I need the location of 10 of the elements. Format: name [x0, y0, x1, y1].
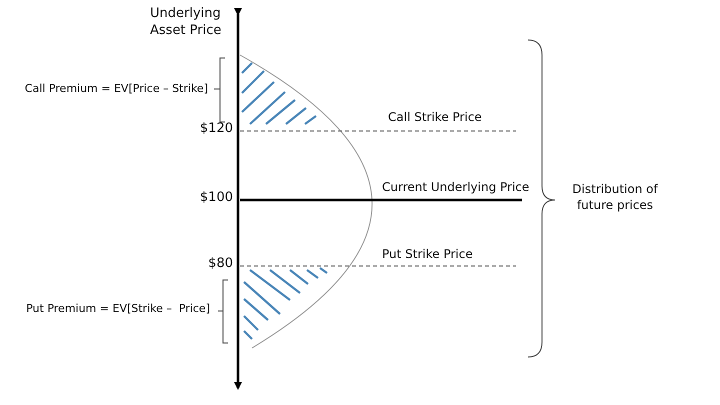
premium-label: Call Premium = EV[Price – Strike]	[24, 82, 208, 95]
brace-label: Distribution of future prices	[571, 182, 659, 214]
line-label: Put Strike Price	[382, 247, 473, 261]
price-tick-label: $80	[208, 256, 233, 271]
line-label: Current Underlying Price	[382, 180, 530, 194]
axis-label: Underlying Asset Price	[150, 6, 222, 40]
line-label: Call Strike Price	[388, 110, 482, 124]
price-tick-label: $100	[200, 190, 233, 205]
price-tick-label: $120	[200, 121, 233, 136]
premium-label: Put Premium = EV[Strike – Price]	[26, 302, 210, 315]
